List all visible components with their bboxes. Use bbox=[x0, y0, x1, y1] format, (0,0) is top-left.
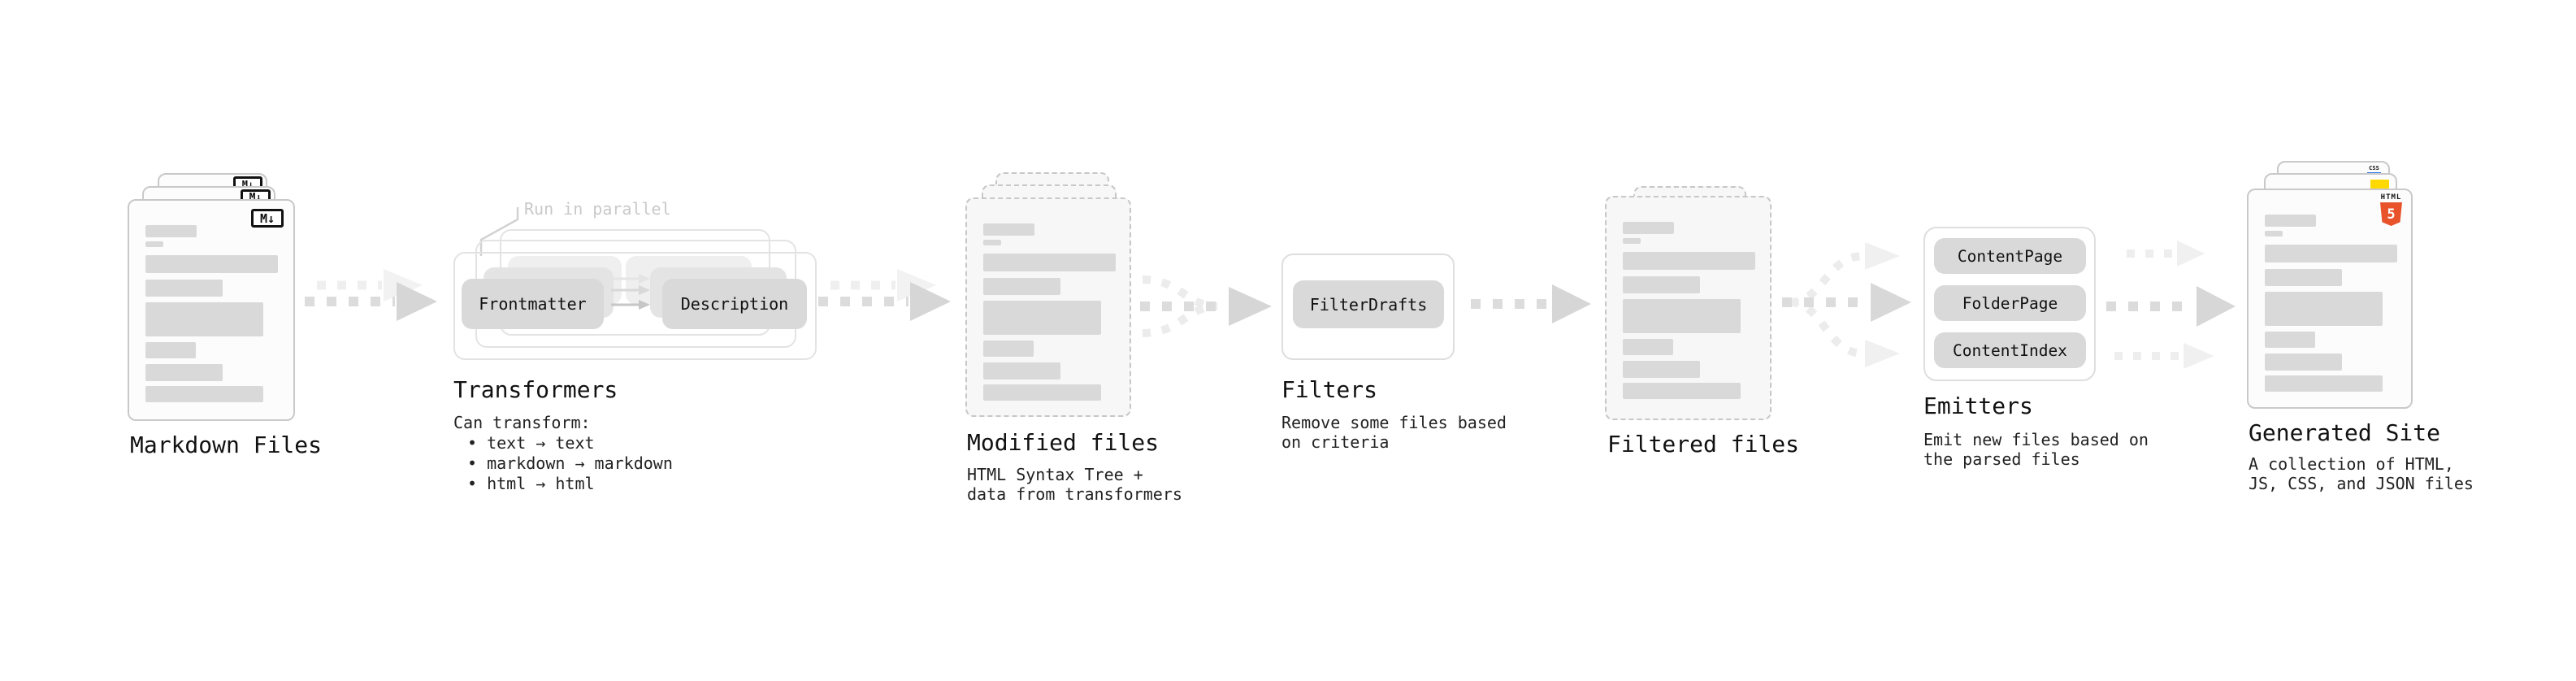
placeholder-text-bar bbox=[1623, 238, 1641, 244]
placeholder-text-bar bbox=[2265, 215, 2316, 227]
emitter-node-contentpage: ContentPage bbox=[1934, 238, 2086, 274]
html5-shield: 5 bbox=[2380, 202, 2402, 226]
placeholder-text-bar bbox=[1623, 276, 1700, 293]
generated-site-description: A collection of HTML, JS, CSS, and JSON … bbox=[2249, 454, 2474, 493]
placeholder-text-bar bbox=[145, 386, 263, 402]
stage-label-filtered-files: Filtered files bbox=[1607, 431, 1800, 458]
modified-files-description: HTML Syntax Tree + data from transformer… bbox=[967, 465, 1182, 504]
placeholder-text-bar bbox=[1623, 222, 1674, 234]
placeholder-text-bar bbox=[1623, 339, 1673, 355]
description-line: on criteria bbox=[1281, 432, 1390, 452]
file-card-front-html: HTML 5 bbox=[2247, 189, 2413, 409]
file-card-front bbox=[1605, 196, 1772, 420]
filter-node-filterdrafts: FilterDrafts bbox=[1293, 280, 1444, 328]
emitter-node-folderpage: FolderPage bbox=[1934, 285, 2086, 321]
placeholder-text-bar bbox=[983, 340, 1034, 357]
description-line: data from transformers bbox=[967, 484, 1182, 504]
transformer-parallel-arrows bbox=[611, 274, 650, 310]
description-line: • markdown → markdown bbox=[467, 453, 673, 473]
description-line: Remove some files based bbox=[1281, 413, 1507, 432]
placeholder-text-bar bbox=[983, 384, 1101, 401]
description-line: Emit new files based on bbox=[1923, 430, 2149, 449]
placeholder-text-bar bbox=[145, 302, 263, 336]
placeholder-text-bar bbox=[1623, 299, 1741, 333]
placeholder-text-bar bbox=[1623, 252, 1755, 270]
description-line: the parsed files bbox=[1923, 449, 2080, 469]
placeholder-text-bar bbox=[145, 241, 163, 247]
arrow-filters-to-filtered bbox=[1471, 284, 1591, 323]
placeholder-text-bar bbox=[983, 362, 1060, 380]
placeholder-text-bar bbox=[1623, 361, 1700, 378]
arrow-emitters-to-generated bbox=[2106, 241, 2236, 369]
transformers-description: Can transform: • text → text • markdown … bbox=[453, 413, 673, 494]
placeholder-text-bar bbox=[983, 278, 1060, 295]
placeholder-text-bar bbox=[145, 255, 278, 273]
placeholder-text-bar bbox=[983, 301, 1101, 335]
placeholder-text-bar bbox=[2265, 375, 2383, 392]
placeholder-text-bar bbox=[983, 254, 1116, 271]
description-line: • text → text bbox=[467, 433, 595, 453]
placeholder-text-bar bbox=[145, 280, 223, 297]
transformer-node-description: Description bbox=[662, 279, 807, 329]
placeholder-text-bar bbox=[2265, 231, 2283, 236]
file-card-front: M↓ bbox=[128, 199, 295, 421]
description-line: HTML Syntax Tree + bbox=[967, 465, 1143, 484]
placeholder-text-bar bbox=[2265, 292, 2383, 326]
placeholder-text-bar bbox=[145, 225, 197, 237]
stage-label-markdown-files: Markdown Files bbox=[130, 432, 323, 458]
placeholder-text-bar bbox=[983, 223, 1034, 236]
arrow-markdown-to-transformers bbox=[305, 269, 437, 321]
stage-label-filters: Filters bbox=[1281, 376, 1378, 403]
arrow-modified-to-filters bbox=[1140, 275, 1272, 337]
description-line: • html → html bbox=[467, 474, 595, 493]
placeholder-text-bar bbox=[2265, 269, 2342, 286]
placeholder-text-bar bbox=[2265, 354, 2342, 371]
placeholder-text-bar bbox=[1623, 383, 1741, 399]
js-icon bbox=[2370, 180, 2389, 189]
arrow-filtered-to-emitters bbox=[1782, 242, 1911, 367]
description-line: Can transform: bbox=[453, 413, 591, 432]
description-line: A collection of HTML, bbox=[2249, 454, 2454, 474]
arrow-transformers-to-modified bbox=[818, 269, 951, 321]
placeholder-text-bar bbox=[145, 364, 223, 381]
stage-label-generated-site: Generated Site bbox=[2249, 419, 2441, 446]
html5-icon: HTML 5 bbox=[2380, 194, 2402, 226]
transformer-node-frontmatter: Frontmatter bbox=[462, 279, 604, 329]
placeholder-text-bar bbox=[2265, 245, 2397, 262]
emitters-description: Emit new files based on the parsed files bbox=[1923, 430, 2149, 469]
description-line: JS, CSS, and JSON files bbox=[2249, 474, 2474, 493]
stage-label-emitters: Emitters bbox=[1923, 393, 2033, 419]
placeholder-text-bar bbox=[2265, 332, 2315, 348]
file-card-front bbox=[965, 197, 1131, 417]
markdown-icon: M↓ bbox=[251, 209, 284, 228]
emitter-node-contentindex: ContentIndex bbox=[1934, 332, 2086, 368]
run-in-parallel-annotation: Run in parallel bbox=[524, 199, 671, 219]
stage-label-modified-files: Modified files bbox=[967, 429, 1160, 456]
placeholder-text-bar bbox=[983, 240, 1001, 245]
filters-description: Remove some files based on criteria bbox=[1281, 413, 1507, 452]
stage-label-transformers: Transformers bbox=[453, 376, 618, 403]
transformer-container-front bbox=[453, 252, 817, 360]
placeholder-text-bar bbox=[145, 342, 196, 358]
